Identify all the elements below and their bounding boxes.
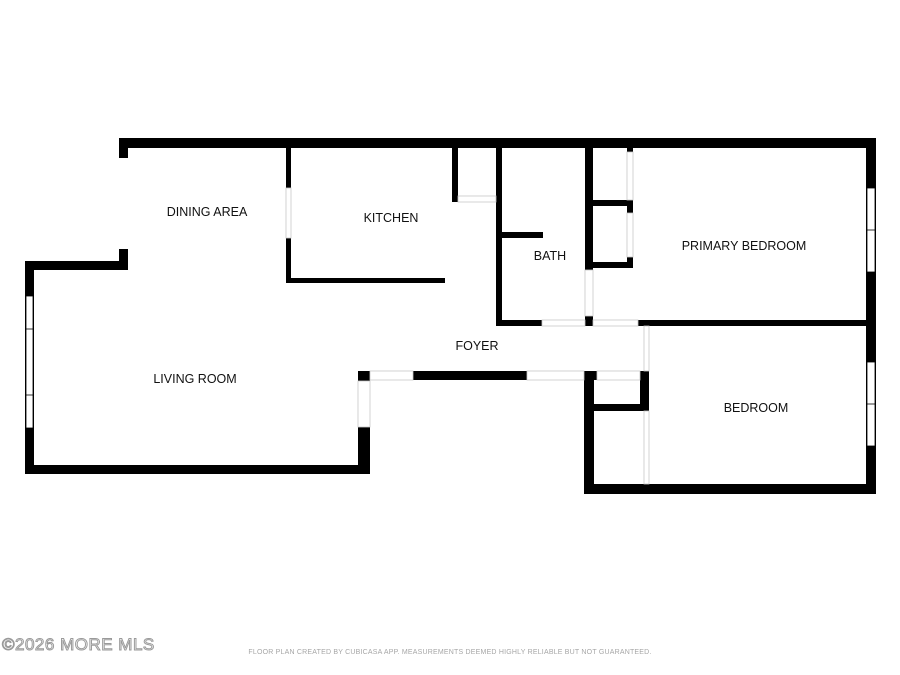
opening-living-right [357, 380, 371, 428]
wall-closet-right-top [627, 146, 633, 152]
wall-kitchen-closet [452, 146, 458, 202]
watermark: ©2026 MORE MLS [2, 635, 155, 654]
opening-bath [541, 319, 586, 327]
opening-kitchen-closet [457, 195, 497, 203]
label-bath: BATH [534, 249, 566, 263]
wall-right [866, 138, 876, 494]
label-primary-bedroom: PRIMARY BEDROOM [682, 239, 807, 253]
footer-credit: FLOOR PLAN CREATED BY CUBICASA APP. MEAS… [248, 649, 651, 656]
label-dining-area: DINING AREA [167, 205, 248, 219]
opening-bedroom-closet [596, 370, 641, 381]
opening-foyer-left [369, 370, 414, 381]
wall-kitchen-bottom [286, 278, 445, 283]
openings [285, 151, 650, 485]
wall-bath-right [585, 146, 593, 270]
wall-dining-left-top [119, 138, 128, 158]
wall-bath-post [585, 316, 593, 326]
windows [25, 187, 876, 447]
wall-foyer-bottom-mid [413, 371, 527, 380]
wall-bedroom-closet-post [640, 371, 649, 411]
wall-dining-left-bottom [119, 249, 128, 270]
opening-primary-door [592, 319, 639, 327]
walls [25, 138, 876, 494]
wall-closet-right-bot [627, 257, 633, 268]
wall-bedroom-closet-shelf [584, 404, 649, 411]
wall-living-top [25, 261, 128, 270]
room-labels: DINING AREA KITCHEN BATH PRIMARY BEDROOM… [153, 205, 806, 415]
wall-primary-bottom [593, 320, 869, 326]
opening-bath-right [584, 269, 594, 317]
label-kitchen: KITCHEN [364, 211, 419, 225]
wall-closet-shelf-2 [585, 262, 633, 268]
opening-kitchen [285, 187, 292, 239]
wall-kitchen-left-bottom [286, 238, 291, 283]
wall-bedroom-left [584, 371, 594, 494]
wall-living-bottom [25, 465, 370, 474]
wall-closet-right-mid [627, 200, 633, 213]
wall-top [119, 138, 876, 148]
wall-kitchen-left-top [286, 146, 291, 188]
wall-bath-stub [496, 232, 543, 238]
wall-closet-shelf-1 [585, 200, 633, 206]
opening-bedroom-closet-door [643, 410, 650, 485]
opening-closet-1 [626, 151, 634, 201]
opening-closet-2 [626, 212, 634, 258]
label-bedroom: BEDROOM [724, 401, 789, 415]
label-foyer: FOYER [455, 339, 498, 353]
label-living-room: LIVING ROOM [153, 372, 236, 386]
opening-bedroom-door [643, 325, 650, 372]
wall-bedroom-bottom [584, 484, 876, 494]
wall-bath-bottom-left [496, 320, 542, 326]
window-living-left [25, 295, 34, 429]
wall-foyer-bottom-left [358, 371, 370, 381]
opening-foyer-right [526, 370, 585, 381]
wall-bedroom-post-top [584, 371, 597, 380]
